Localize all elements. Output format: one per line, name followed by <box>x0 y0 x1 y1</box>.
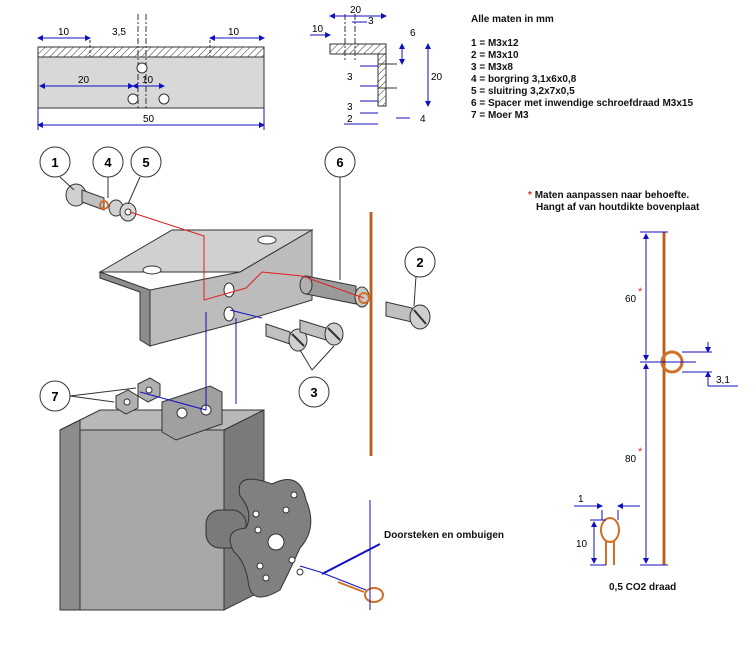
part-label-6: 6 <box>336 155 343 170</box>
part-label-4: 4 <box>104 155 112 170</box>
leader-lines <box>59 176 417 403</box>
adjust-note: * Maten aanpassen naar behoefte. Hangt a… <box>528 190 699 214</box>
dim-top-20: 20 <box>78 75 90 86</box>
screw-1-assembly <box>65 183 137 222</box>
part-label-1: 1 <box>51 155 58 170</box>
servo-body <box>59 409 265 611</box>
part-label-2: 2 <box>416 255 423 270</box>
note-star: * <box>528 190 532 201</box>
legend-item: 1 = M3x12 <box>471 38 519 49</box>
wire-detail-drawing: 60 * 80 * 3,1 1 10 <box>574 231 738 566</box>
legend-item: 5 = sluitring 3,2x7x0,5 <box>471 86 575 97</box>
dim-side-4: 4 <box>420 114 426 125</box>
dim-wire-60-star: * <box>638 286 643 298</box>
part-bubble-7: 7 <box>39 380 71 412</box>
nuts-7 <box>115 377 161 415</box>
dim-wire-80-star: * <box>638 446 643 458</box>
dimension-legend: Alle maten in mm 1 = M3x12 2 = M3x10 3 =… <box>471 14 693 122</box>
legend-item: 4 = borgring 3,1x6x0,8 <box>471 74 577 85</box>
top-view-drawing: 10 3,5 10 20 10 50 <box>37 14 265 130</box>
screws-3 <box>265 319 344 352</box>
legend-item: 3 = M3x8 <box>471 62 513 73</box>
dim-side-10: 10 <box>312 24 324 35</box>
wire-eye-detail <box>337 500 384 610</box>
part-bubble-4: 4 <box>92 146 124 178</box>
dim-top-10-left: 10 <box>58 27 70 38</box>
dim-side-3-top: 3 <box>368 16 374 27</box>
wire-label: 0,5 CO2 draad <box>609 582 677 593</box>
part-bubble-6: 6 <box>324 146 356 178</box>
note-line-1: Maten aanpassen naar behoefte. <box>534 190 690 201</box>
part-bubble-1: 1 <box>39 146 71 178</box>
side-view-drawing: 20 3 10 6 20 3 3 2 4 <box>310 5 443 125</box>
legend-item: 6 = Spacer met inwendige schroefdraad M3… <box>471 98 694 109</box>
blue-assembly-lines <box>139 309 367 591</box>
part-bubble-5: 5 <box>130 146 162 178</box>
part-label-7: 7 <box>51 389 58 404</box>
dim-top-3-5: 3,5 <box>112 27 126 38</box>
dim-wire-3-1: 3,1 <box>716 375 730 386</box>
dim-side-3-a: 3 <box>347 72 353 83</box>
dim-side-20: 20 <box>350 5 362 16</box>
part-bubble-3: 3 <box>298 376 330 408</box>
part-bubble-2: 2 <box>404 246 436 278</box>
dim-wire-1: 1 <box>578 494 584 505</box>
dim-top-10-mid: 10 <box>142 75 154 86</box>
red-assembly-line <box>129 211 365 301</box>
dim-wire-10: 10 <box>576 539 588 550</box>
note-line-2: Hangt af van houtdikte bovenplaat <box>536 202 700 213</box>
dim-top-10-right: 10 <box>228 27 240 38</box>
legend-title: Alle maten in mm <box>471 14 554 25</box>
servo-horn <box>229 478 312 598</box>
dim-wire-80: 80 <box>625 454 637 465</box>
dim-side-2: 2 <box>347 114 353 125</box>
dim-wire-60: 60 <box>625 294 637 305</box>
callout-arrow <box>321 543 381 575</box>
callout-label: Doorsteken en ombuigen <box>384 530 505 541</box>
part-label-3: 3 <box>310 385 317 400</box>
legend-item: 7 = Moer M3 <box>471 110 529 121</box>
screw-2 <box>385 301 431 330</box>
angle-bracket <box>98 229 314 347</box>
servo-mount-tab <box>161 385 223 441</box>
legend-item: 2 = M3x10 <box>471 50 519 61</box>
dim-side-3-b: 3 <box>347 102 353 113</box>
spacer-part <box>299 275 370 308</box>
dim-top-50: 50 <box>143 114 155 125</box>
dim-side-20-right: 20 <box>431 72 443 83</box>
dim-side-6: 6 <box>410 28 416 39</box>
part-label-5: 5 <box>142 155 149 170</box>
